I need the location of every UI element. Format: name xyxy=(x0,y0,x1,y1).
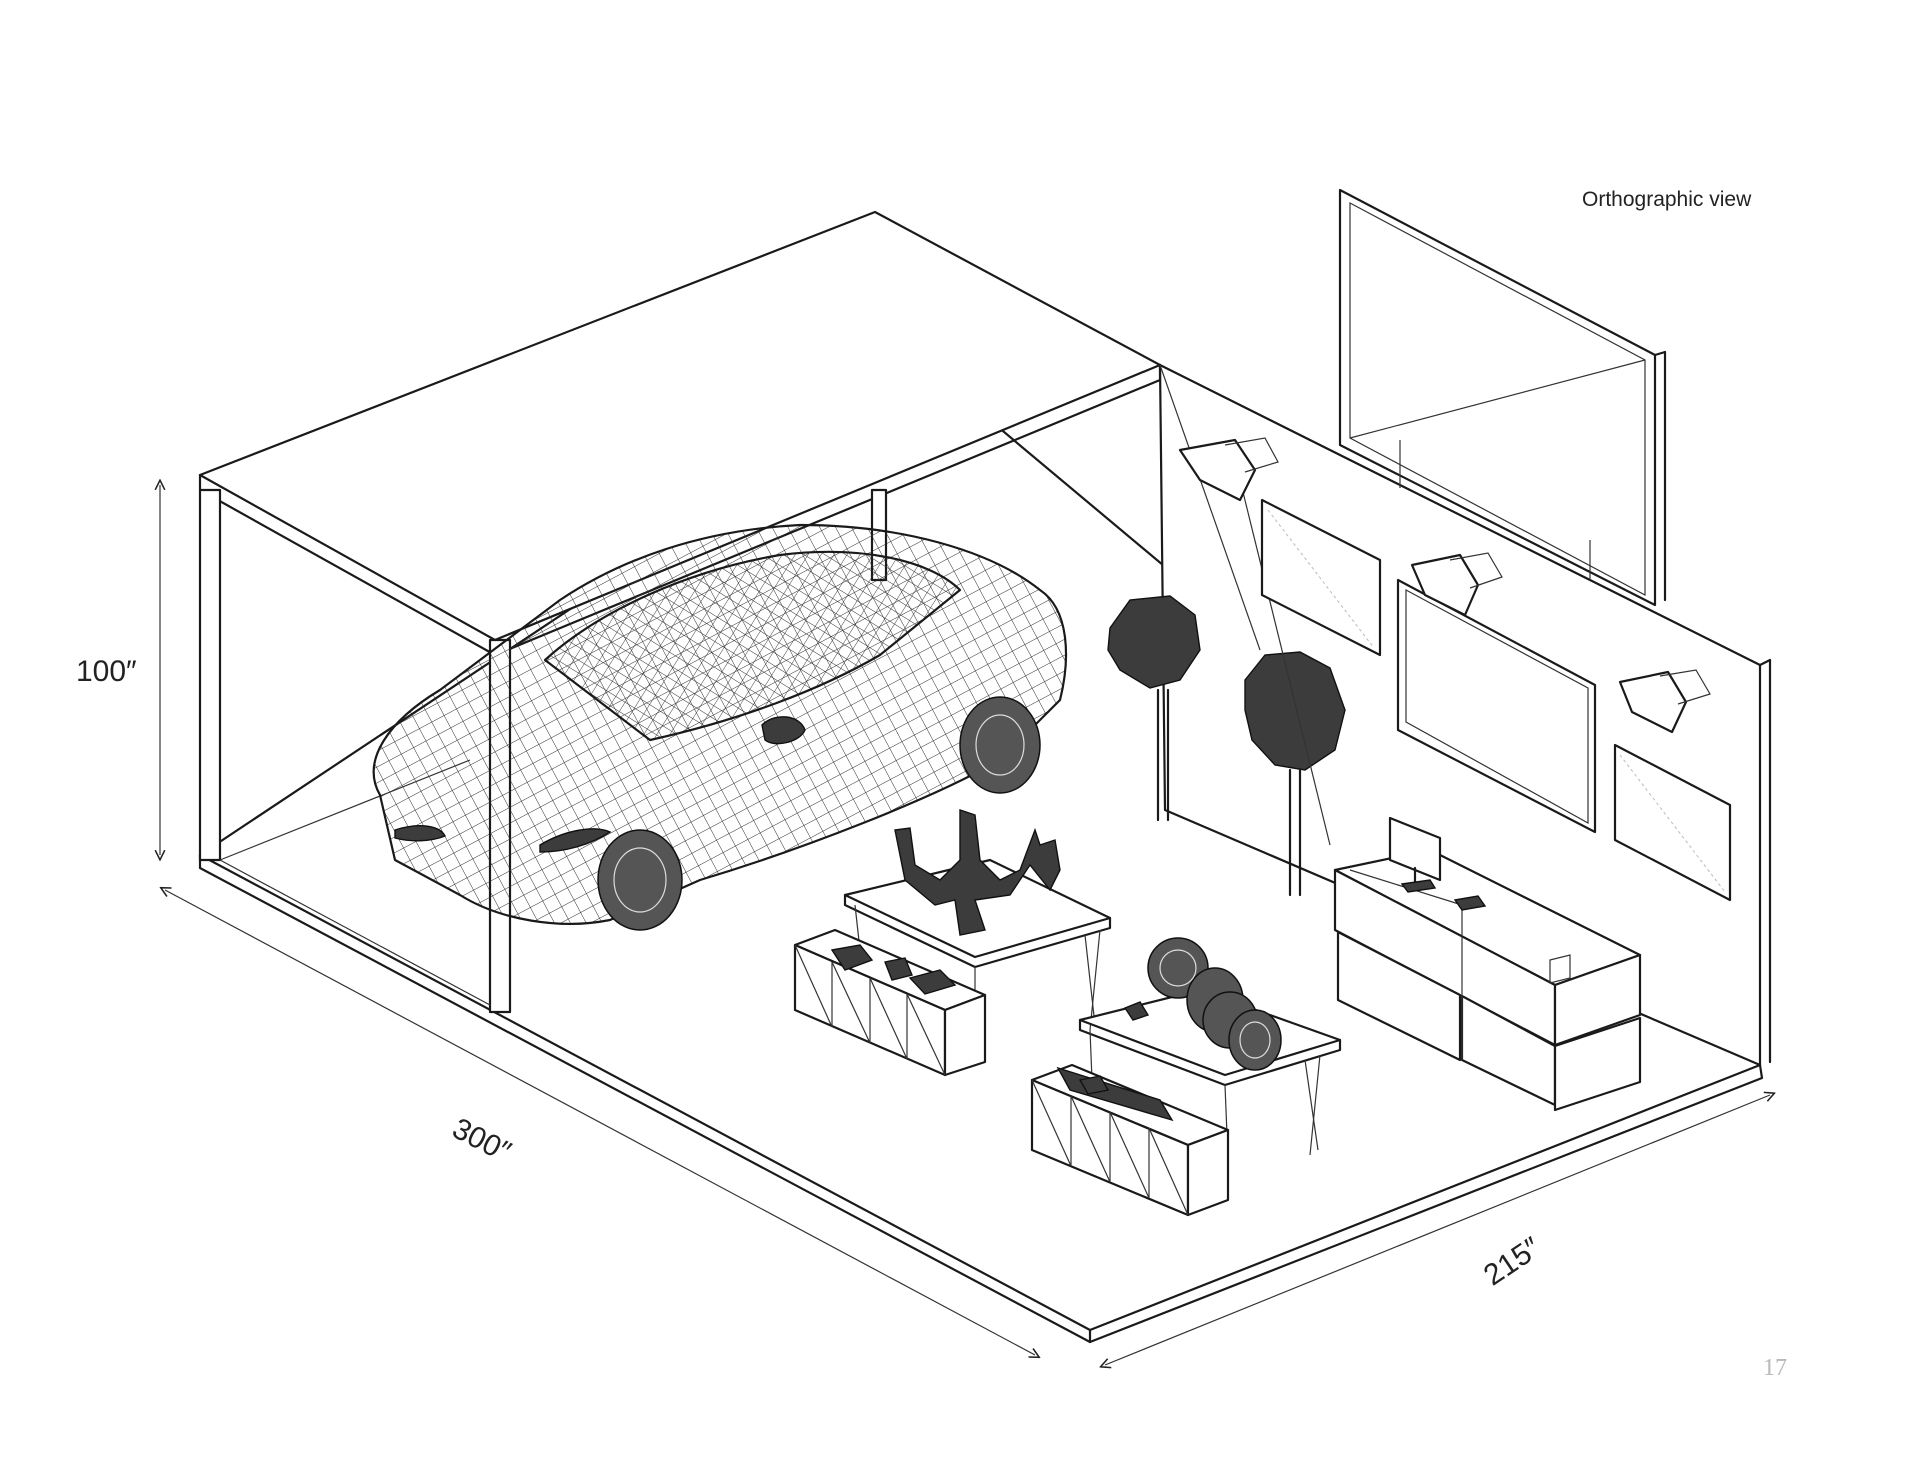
wall-screen-right xyxy=(1613,743,1732,902)
reception-counter xyxy=(1333,816,1642,1112)
view-label: Orthographic view xyxy=(1582,188,1752,211)
large-wall-screen xyxy=(1338,188,1667,607)
projector-2 xyxy=(1410,552,1503,617)
projector-1 xyxy=(1178,437,1279,502)
car-wireframe xyxy=(372,523,1068,931)
projector-3 xyxy=(1618,669,1711,734)
wall-screen-upper xyxy=(1260,498,1382,657)
height-dimension-label: 100″ xyxy=(76,655,137,688)
engine-stand-right xyxy=(1244,651,1346,897)
page-number: 17 xyxy=(1763,1355,1787,1381)
front-wheel xyxy=(597,829,683,931)
engine-stand-left xyxy=(1107,595,1201,822)
wheel-display-table xyxy=(1030,937,1342,1217)
dimension-lines xyxy=(160,485,1770,1365)
rear-wheel xyxy=(959,696,1041,794)
exhaust-display-table xyxy=(793,809,1112,1077)
width-dimension-line xyxy=(1105,1095,1770,1365)
length-dimension-line xyxy=(165,890,1035,1355)
wall-screen-center xyxy=(1396,578,1597,834)
